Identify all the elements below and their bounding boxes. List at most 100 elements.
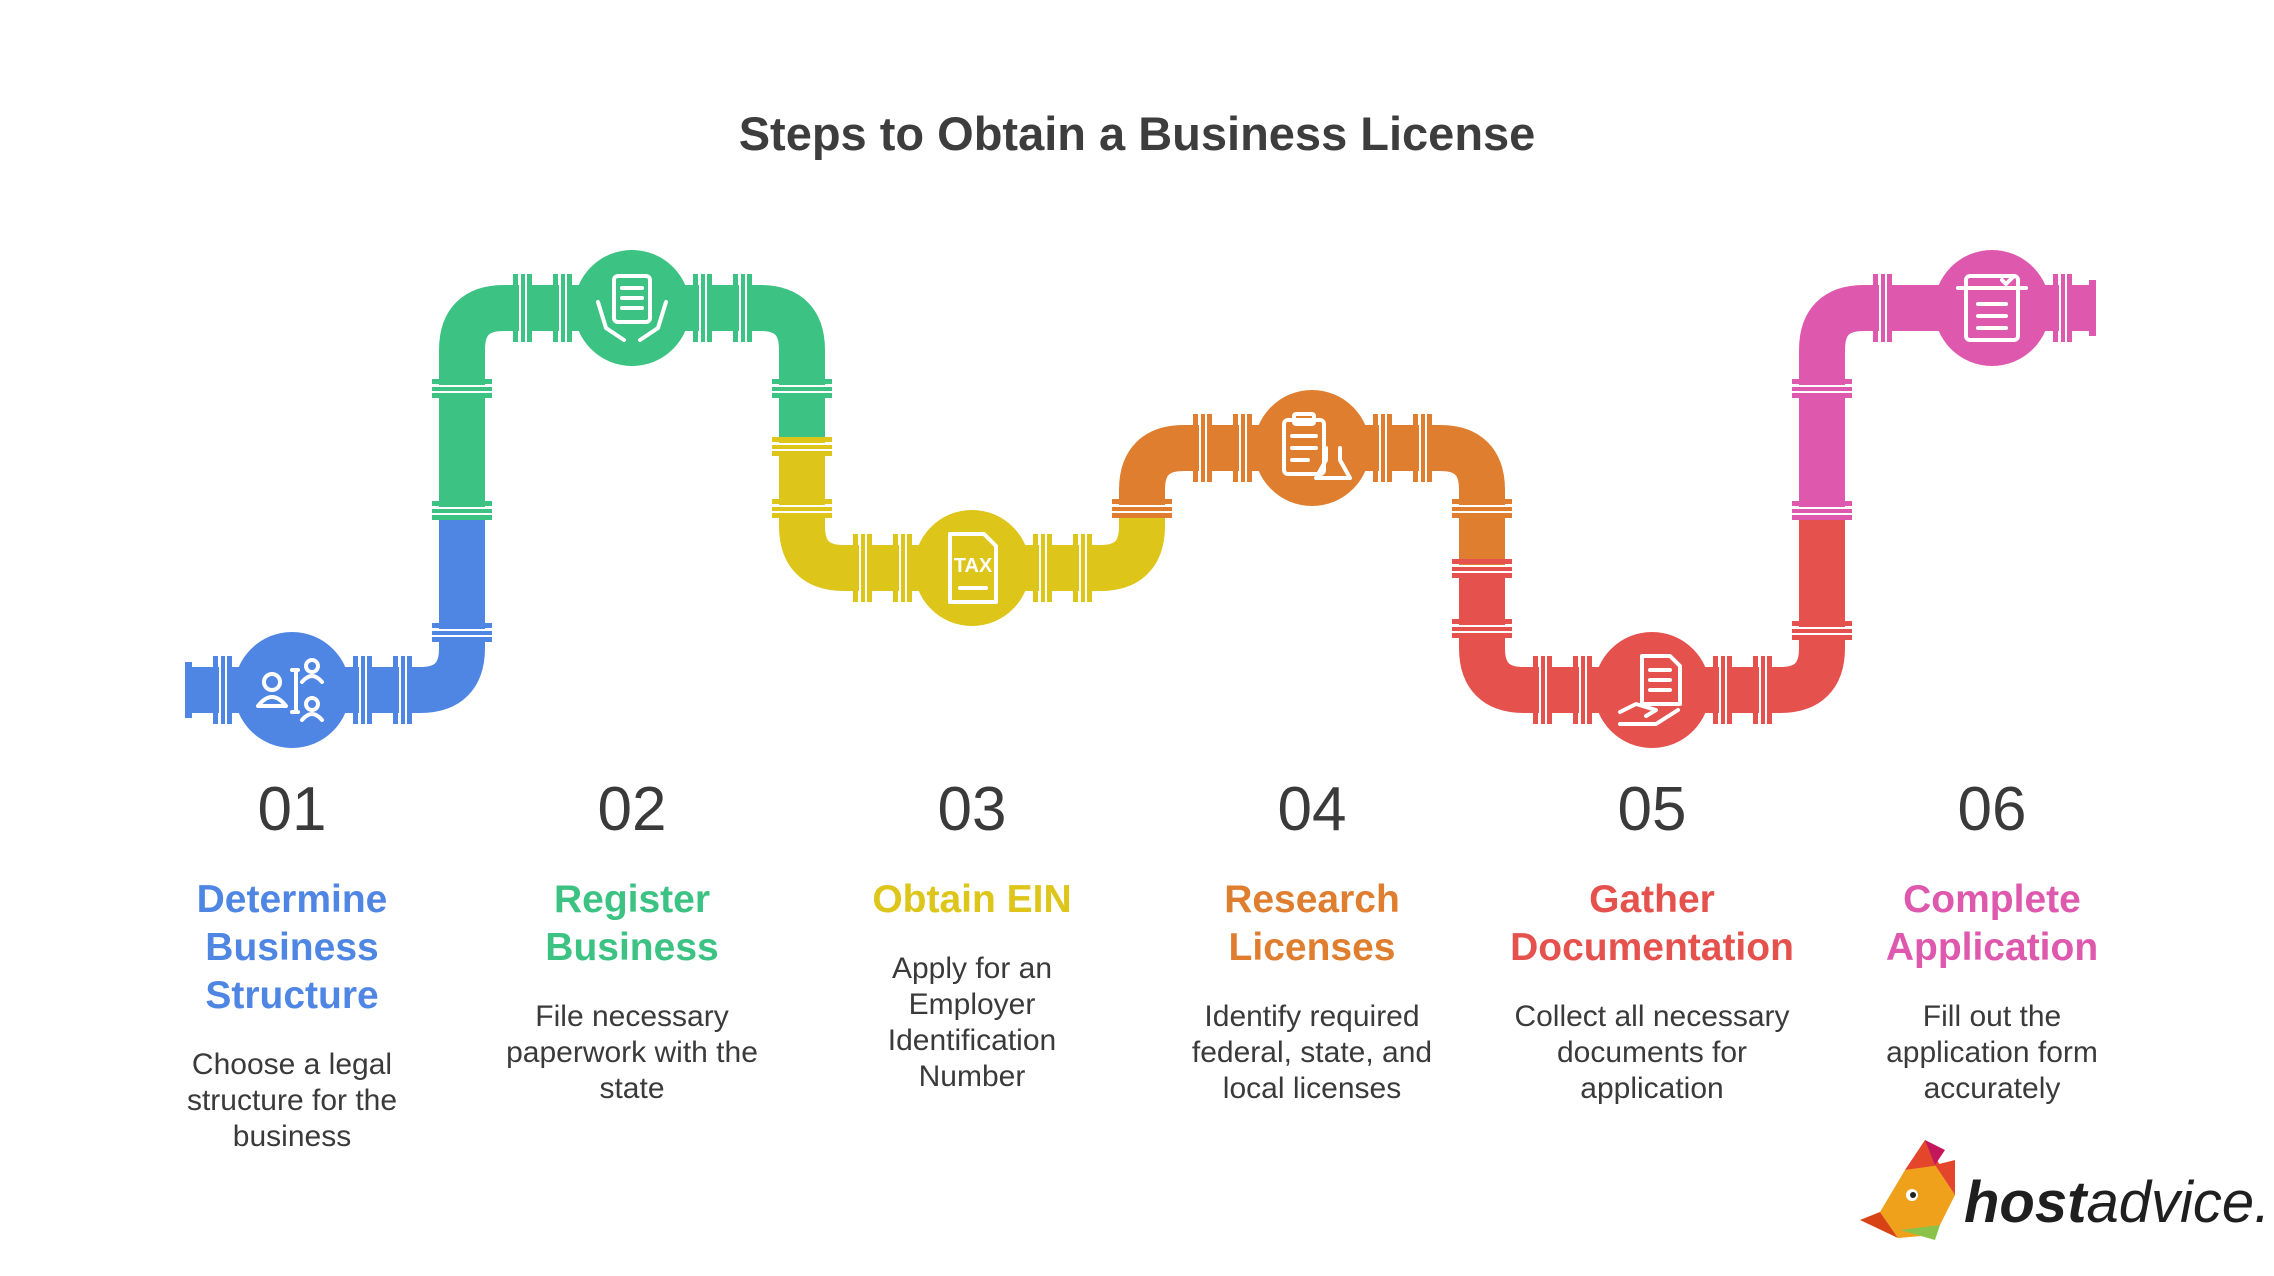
step-title-line: Application (1886, 926, 2098, 969)
diagram-title: Steps to Obtain a Business License (739, 107, 1536, 160)
step-description-line: application form (1886, 1036, 2098, 1069)
coupling (432, 501, 492, 520)
coupling (772, 437, 832, 456)
coupling (513, 274, 532, 342)
coupling (1792, 501, 1852, 520)
coupling (1873, 274, 1892, 342)
step-number: 02 (598, 775, 667, 844)
coupling (853, 534, 872, 602)
step-title-line: Documentation (1510, 926, 1794, 969)
step-description-line: federal, state, and (1192, 1036, 1432, 1069)
step-description-line: documents for (1557, 1036, 1747, 1069)
step-number: 04 (1278, 775, 1347, 844)
step-title-line: Obtain EIN (872, 878, 1071, 921)
coupling (1073, 534, 1092, 602)
step-title-line: Business (545, 926, 718, 969)
tax-label: TAX (954, 555, 993, 577)
pipe-end-cap (2089, 280, 2096, 336)
step-description-line: Identification (888, 1024, 1056, 1057)
coupling (1792, 621, 1852, 640)
step-title-line: Register (554, 878, 710, 921)
org-chart-icon (256, 658, 324, 722)
coupling (693, 274, 712, 342)
hostadvice-logo: hostadvice. (1860, 1140, 2270, 1240)
step-description-line: File necessary (535, 1000, 728, 1033)
coupling (1112, 499, 1172, 518)
coupling (733, 274, 752, 342)
logo-wordmark: hostadvice. (1964, 1170, 2270, 1235)
step-description-line: business (233, 1120, 351, 1153)
coupling (1452, 619, 1512, 638)
coupling (1713, 656, 1732, 724)
step-title-line: Structure (205, 974, 378, 1017)
step-title-line: Gather (1589, 878, 1715, 921)
coupling (432, 623, 492, 642)
tax-document-icon: TAX (948, 532, 998, 604)
application-form-icon (1956, 274, 2028, 342)
step-description-line: paperwork with the (506, 1036, 758, 1069)
coupling (1373, 414, 1392, 482)
pipe-start-cap (185, 662, 192, 718)
step-description-line: Identify required (1204, 1000, 1419, 1033)
pipe-segment-1 (190, 520, 485, 713)
step-description-line: Number (919, 1060, 1026, 1093)
coupling (353, 656, 372, 724)
hostadvice-bird-logo-icon (1860, 1140, 1955, 1240)
step-number: 01 (258, 775, 327, 844)
coupling (1033, 534, 1052, 602)
step-description-line: local licenses (1223, 1072, 1401, 1105)
coupling (772, 499, 832, 518)
step-description-line: accurately (1924, 1072, 2061, 1105)
step-description-line: structure for the (187, 1084, 397, 1117)
coupling (772, 379, 832, 398)
coupling (1753, 656, 1772, 724)
clipboard-flask-icon (1282, 412, 1352, 480)
step-icon-circle (914, 510, 1030, 626)
coupling (1233, 414, 1252, 482)
step-description-line: Employer (909, 988, 1036, 1021)
step-description-line: state (599, 1072, 664, 1105)
pipe-segment-6 (1799, 285, 2092, 520)
coupling (2053, 274, 2072, 342)
coupling (1452, 499, 1512, 518)
coupling (432, 379, 492, 398)
step-description-line: Apply for an (892, 952, 1052, 985)
coupling (1573, 656, 1592, 724)
step-description-line: Choose a legal (192, 1048, 392, 1081)
document-in-hands-icon (596, 274, 668, 342)
coupling (893, 534, 912, 602)
step-description-line: Fill out the (1923, 1000, 2061, 1033)
step-icon-circle (234, 632, 350, 748)
coupling (1533, 656, 1552, 724)
step-title-line: Determine (197, 878, 388, 921)
coupling (1792, 379, 1852, 398)
coupling (1193, 414, 1212, 482)
coupling (553, 274, 572, 342)
coupling (1452, 559, 1512, 578)
step-number: 05 (1618, 775, 1687, 844)
coupling (393, 656, 412, 724)
step-number: 06 (1958, 775, 2027, 844)
coupling (1413, 414, 1432, 482)
coupling (213, 656, 232, 724)
pipe-couplings (185, 274, 2096, 724)
document-hand-icon (1618, 654, 1682, 726)
step-title-line: Business (205, 926, 378, 969)
logo-brand-bold: host (1964, 1170, 2089, 1235)
step-description-line: application (1580, 1072, 1723, 1105)
step-icon-circle (1934, 250, 2050, 366)
step-description-line: Collect all necessary (1514, 1000, 1789, 1033)
logo-brand-light: advice. (2086, 1170, 2270, 1235)
step-title-line: Research (1224, 878, 1400, 921)
step-number: 03 (938, 775, 1007, 844)
step-title-line: Licenses (1229, 926, 1396, 969)
step-title-line: Complete (1903, 878, 2081, 921)
